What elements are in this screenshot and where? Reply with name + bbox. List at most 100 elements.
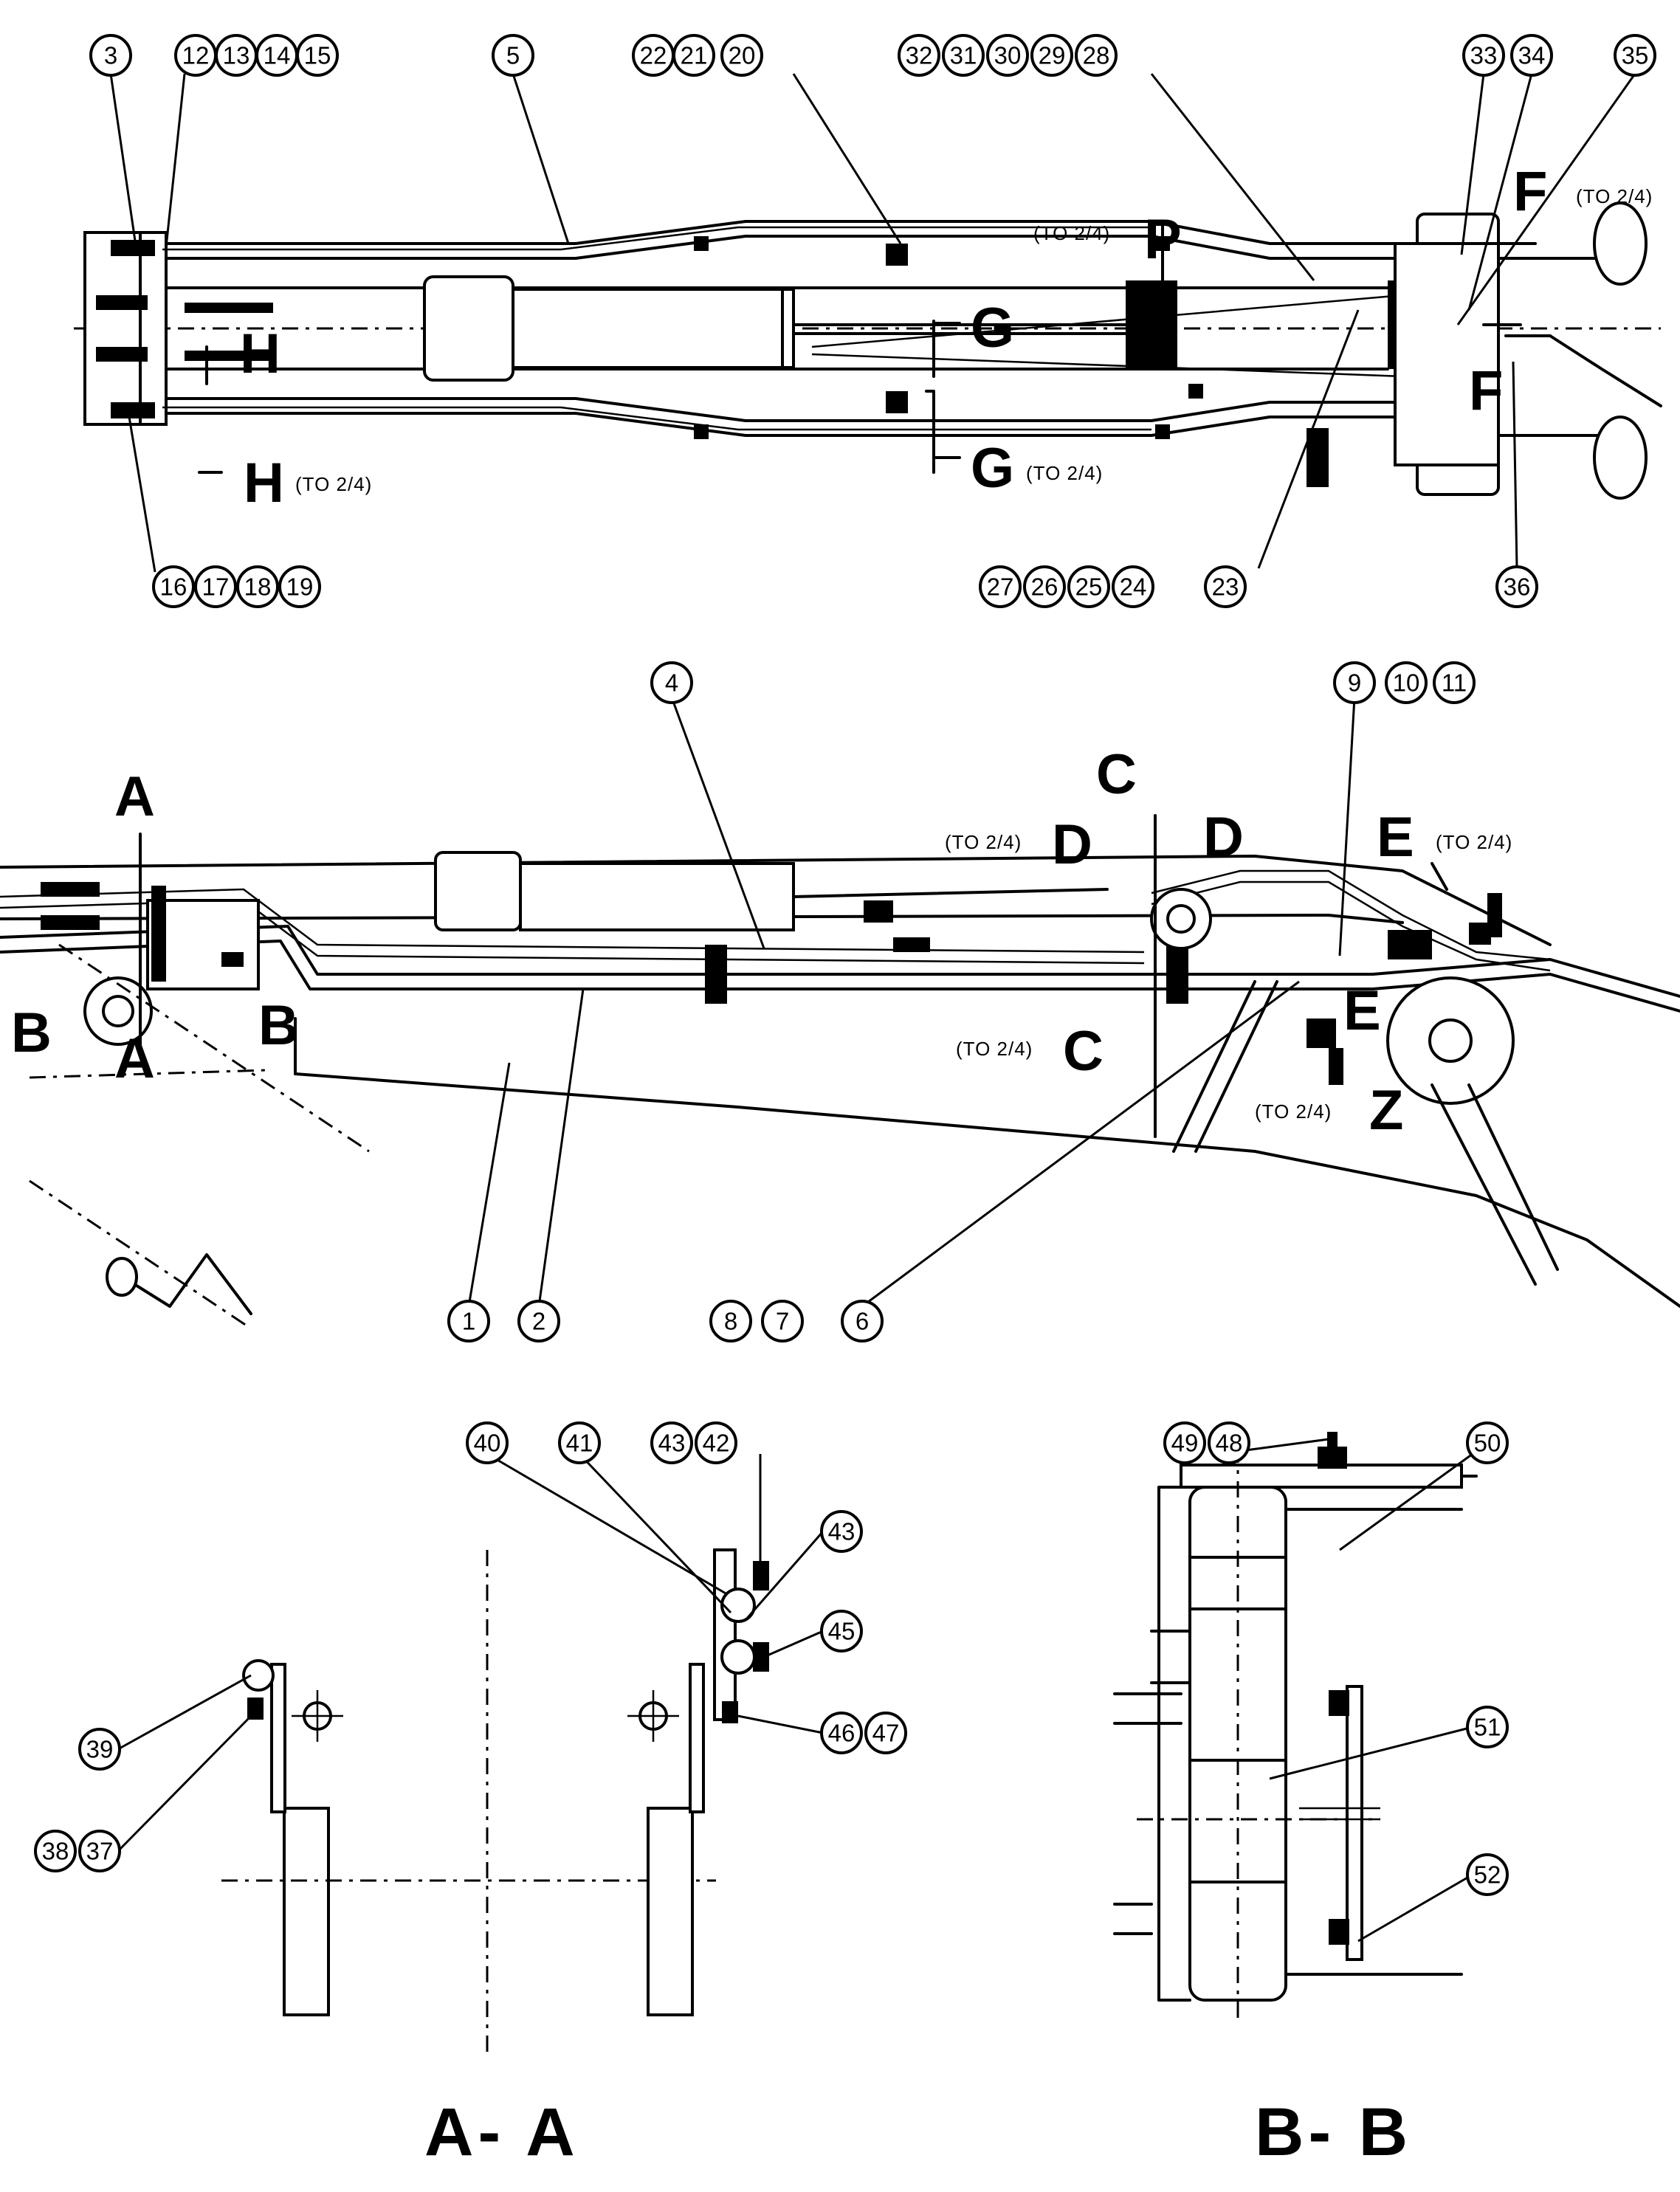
svg-text:40: 40 — [474, 1430, 501, 1457]
callout-52: 52 — [1466, 1853, 1509, 1896]
svg-text:32: 32 — [906, 42, 933, 69]
callout-31: 31 — [942, 34, 985, 77]
callout-40: 40 — [466, 1421, 509, 1464]
note-c: (TO 2/4) — [956, 1038, 1033, 1060]
marker-e-top: E — [1377, 806, 1414, 869]
callout-21: 21 — [672, 34, 715, 77]
callout-49: 49 — [1163, 1421, 1206, 1464]
note-z: (TO 2/4) — [1255, 1100, 1332, 1123]
callout-37: 37 — [78, 1830, 121, 1872]
callout-46: 46 — [820, 1712, 863, 1754]
svg-text:43: 43 — [828, 1518, 856, 1545]
note-g: (TO 2/4) — [1026, 462, 1103, 484]
svg-text:24: 24 — [1120, 573, 1147, 601]
callout-7: 7 — [761, 1300, 804, 1343]
callout-12: 12 — [174, 34, 217, 77]
callout-50: 50 — [1466, 1421, 1509, 1464]
svg-text:48: 48 — [1216, 1430, 1243, 1457]
leader-lines — [109, 73, 1636, 1943]
svg-text:18: 18 — [244, 573, 272, 601]
view-title-b-b: B- B — [1255, 2095, 1412, 2170]
section-a-a — [221, 1548, 769, 2052]
note-d: (TO 2/4) — [945, 831, 1022, 853]
callout-5: 5 — [492, 34, 534, 77]
callout-1: 1 — [447, 1300, 490, 1343]
callout-33: 33 — [1462, 34, 1505, 77]
callout-18: 18 — [236, 565, 279, 608]
callout-19: 19 — [278, 565, 321, 608]
marker-f-top: F — [1513, 160, 1547, 223]
svg-text:33: 33 — [1470, 42, 1498, 69]
svg-text:37: 37 — [86, 1838, 114, 1865]
top-view — [74, 201, 1662, 500]
marker-h-top: H — [240, 323, 280, 385]
view-title-a-a: A- A — [424, 2095, 579, 2170]
svg-text:46: 46 — [828, 1720, 856, 1747]
svg-text:43: 43 — [658, 1430, 686, 1457]
svg-text:34: 34 — [1518, 42, 1546, 69]
callout-42: 42 — [695, 1421, 737, 1464]
svg-text:21: 21 — [681, 42, 708, 69]
callout-14: 14 — [255, 34, 298, 77]
note-h: (TO 2/4) — [295, 473, 372, 495]
callout-47: 47 — [864, 1712, 907, 1754]
callout-11: 11 — [1433, 661, 1476, 704]
marker-c-bottom: C — [1063, 1020, 1104, 1083]
callout-38: 38 — [34, 1830, 77, 1872]
svg-text:31: 31 — [950, 42, 977, 69]
svg-text:42: 42 — [703, 1430, 730, 1457]
callout-30: 30 — [986, 34, 1029, 77]
marker-g-bottom: G — [971, 437, 1014, 500]
svg-text:1: 1 — [462, 1308, 475, 1335]
svg-text:15: 15 — [304, 42, 331, 69]
callout-8: 8 — [709, 1300, 752, 1343]
svg-text:22: 22 — [640, 42, 667, 69]
svg-text:4: 4 — [665, 669, 678, 697]
svg-text:2: 2 — [532, 1308, 545, 1335]
callout-28: 28 — [1075, 34, 1118, 77]
marker-c-top: C — [1096, 743, 1137, 806]
callout-13: 13 — [215, 34, 258, 77]
svg-text:3: 3 — [104, 42, 117, 69]
callout-29: 29 — [1030, 34, 1073, 77]
callout-22: 22 — [632, 34, 675, 77]
svg-text:23: 23 — [1212, 573, 1239, 601]
callout-6: 6 — [841, 1300, 884, 1343]
callout-43-top: 43 — [650, 1421, 693, 1464]
svg-text:39: 39 — [86, 1736, 114, 1763]
callout-9: 9 — [1333, 661, 1376, 704]
svg-text:52: 52 — [1474, 1861, 1501, 1889]
svg-text:6: 6 — [856, 1308, 869, 1335]
svg-text:35: 35 — [1622, 42, 1649, 69]
callout-16: 16 — [152, 565, 195, 608]
svg-text:51: 51 — [1474, 1714, 1501, 1741]
marker-a-bottom: A — [114, 1027, 155, 1090]
reference-notes: (TO 2/4) (TO 2/4) (TO 2/4) (TO 2/4) (TO … — [295, 185, 1652, 1123]
callout-48: 48 — [1208, 1421, 1250, 1464]
marker-a-top: A — [114, 765, 155, 828]
callout-26: 26 — [1023, 565, 1066, 608]
callout-4: 4 — [650, 661, 693, 704]
svg-text:16: 16 — [160, 573, 187, 601]
svg-text:8: 8 — [724, 1308, 737, 1335]
svg-text:5: 5 — [506, 42, 520, 69]
callout-17: 17 — [194, 565, 237, 608]
svg-text:41: 41 — [566, 1430, 593, 1457]
svg-text:7: 7 — [776, 1308, 789, 1335]
marker-p: P — [1144, 208, 1182, 271]
callout-23: 23 — [1204, 565, 1247, 608]
svg-text:25: 25 — [1075, 573, 1103, 601]
svg-text:13: 13 — [223, 42, 250, 69]
marker-f-bottom: F — [1469, 359, 1503, 422]
callout-36: 36 — [1495, 565, 1538, 608]
svg-text:17: 17 — [202, 573, 230, 601]
marker-d-right: D — [1203, 806, 1244, 869]
callout-25: 25 — [1067, 565, 1110, 608]
callout-2: 2 — [517, 1300, 560, 1343]
svg-text:30: 30 — [994, 42, 1022, 69]
callout-24: 24 — [1112, 565, 1154, 608]
section-markers: P F F G G H H A A B B C C D D E E Z — [11, 160, 1547, 1142]
callout-34: 34 — [1510, 34, 1553, 77]
callout-10: 10 — [1385, 661, 1428, 704]
